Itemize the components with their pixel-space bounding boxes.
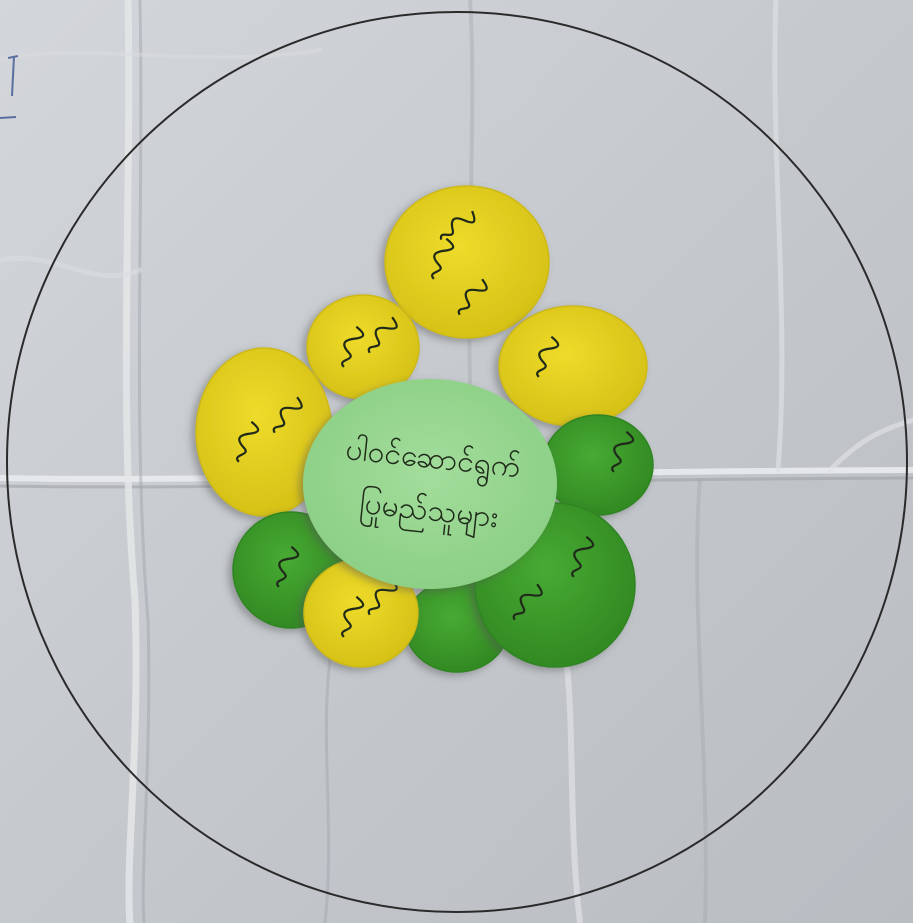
petal-top-yellow-disc [385, 186, 549, 338]
petal-upper-right-yellow-disc [499, 306, 647, 426]
petal-right-green [543, 415, 653, 515]
petal-right-green-disc [543, 415, 653, 515]
petal-upper-right-yellow [499, 306, 647, 426]
petal-top-yellow [385, 186, 549, 338]
center-disc: ပါဝင်ဆောင်ရွက် ပြုမည်သူများ [303, 379, 557, 589]
